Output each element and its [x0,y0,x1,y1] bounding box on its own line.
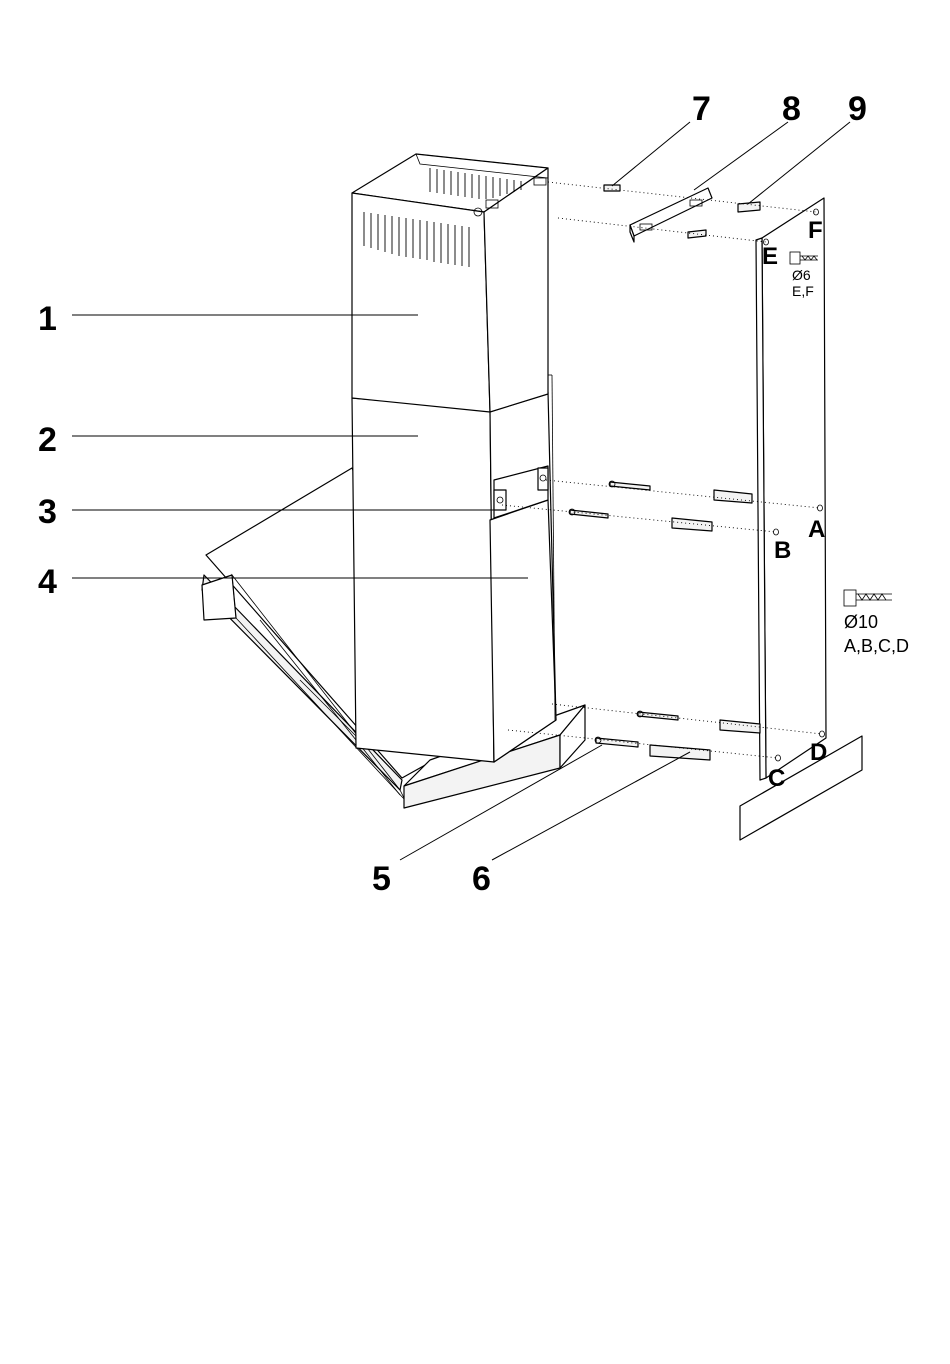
upper-chimney [352,154,548,412]
callout-1: 1 [38,300,57,338]
callout-9: 9 [848,90,867,128]
screw-top-2 [688,230,706,238]
lower-chimney [352,375,556,762]
screw-low-d [637,711,678,720]
plug-mid-a [714,490,752,503]
point-label-f: F [808,217,823,244]
drill-note-large-diameter: Ø10 [844,612,878,632]
callout-4: 4 [38,563,57,601]
callout-6: 6 [472,860,491,898]
point-label-e: E [762,243,778,270]
drill-note-large-points: A,B,C,D [844,636,909,656]
screw-mid-b [569,509,608,518]
callout-3: 3 [38,493,57,531]
drill-bit-icon-large [844,590,892,606]
callout-5: 5 [372,860,391,898]
plug-low-d [720,720,760,733]
drill-note-small-points: E,F [792,283,814,299]
screw-mid-a [609,481,650,490]
point-label-c: C [768,765,785,792]
point-label-a: A [808,516,825,543]
callout-2: 2 [38,421,57,459]
drill-note-small-diameter: Ø6 [792,267,811,283]
callout-8: 8 [782,90,801,128]
point-label-b: B [774,537,791,564]
callout-7: 7 [692,90,711,128]
plug-mid-b [672,518,712,531]
point-label-d: D [810,739,827,766]
